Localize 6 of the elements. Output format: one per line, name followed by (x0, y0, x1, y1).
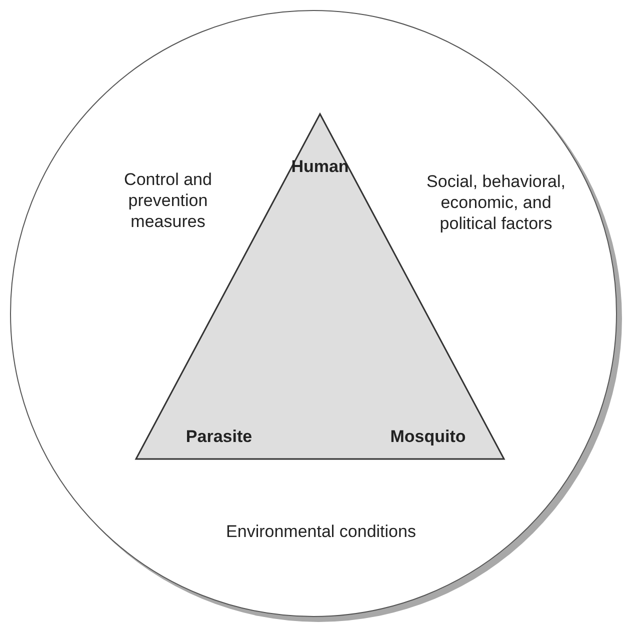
factor-label: Social, behavioral, economic, and political factors (426, 171, 566, 234)
factor-label: Environmental conditions (226, 521, 416, 542)
factor-label: Control and prevention measures (123, 169, 213, 232)
vertex-label: Mosquito (390, 426, 466, 447)
vertex-label: Human (291, 156, 349, 177)
vertex-label: Parasite (186, 426, 252, 447)
